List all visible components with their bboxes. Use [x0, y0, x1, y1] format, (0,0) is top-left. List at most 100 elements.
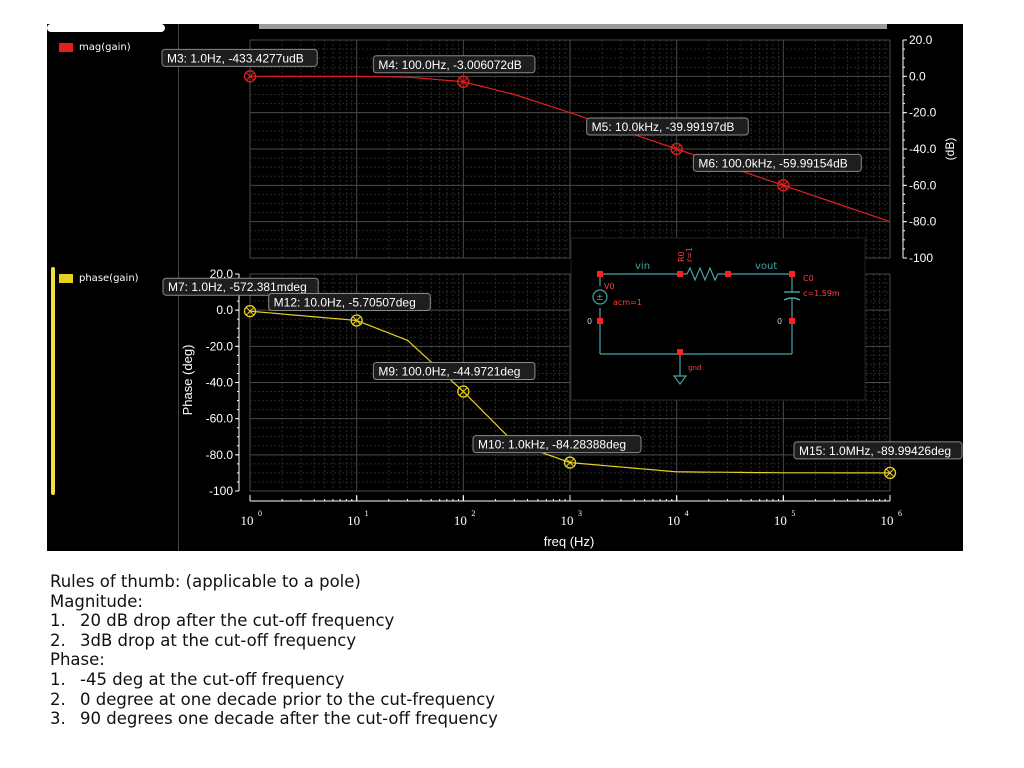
y-tick-label: -20.0: [909, 106, 937, 120]
scroll-handle[interactable]: [47, 24, 165, 32]
phase-rule-1: 1.-45 deg at the cut-off frequency: [50, 670, 950, 690]
phase-strip-selection-bar[interactable]: [51, 267, 55, 495]
marker-cross: [672, 144, 682, 154]
y-tick-label: -80.0: [909, 215, 937, 229]
marker-symbol: [243, 305, 257, 318]
legend-entry-magnitude[interactable]: mag(gain): [59, 42, 131, 53]
legend-panel: mag(gain) phase(gain): [47, 24, 179, 551]
list-text: 0 degree at one decade prior to the cut-…: [80, 689, 496, 709]
marker-label-box: [161, 48, 318, 67]
x-tick-exponent: 0: [258, 509, 262, 518]
node-vin-left: [597, 271, 603, 277]
x-tick-exponent: 4: [685, 509, 689, 518]
y-tick-label: -20.0: [206, 339, 234, 353]
y-tick-label: -100: [909, 251, 933, 265]
notes-heading: Rules of thumb: (applicable to a pole): [50, 572, 361, 591]
phase-swatch-icon: [59, 274, 73, 283]
marker-cross: [778, 180, 788, 190]
x-tick-exponent: 3: [578, 509, 582, 518]
capacitor-name: C0: [803, 274, 814, 283]
list-number: 2.: [50, 689, 66, 709]
marker-label-box: [372, 361, 536, 380]
list-number: 2.: [50, 630, 66, 650]
resistor-icon: [680, 266, 728, 282]
x-tick-label: 10: [774, 513, 787, 528]
node-cap-bottom: [789, 318, 795, 324]
magnitude-grid: [249, 39, 891, 259]
marker-label-box: [586, 117, 749, 136]
x-tick-label: 10: [454, 513, 467, 528]
node-ground: [677, 349, 683, 355]
marker-cross: [458, 77, 468, 87]
ground-icon: [672, 375, 688, 385]
magnitude-heading: Magnitude:: [50, 591, 143, 611]
node-resistor-right: [725, 271, 731, 277]
node-vout: [789, 271, 795, 277]
list-text: 3dB drop at the cut-off frequency: [80, 630, 357, 650]
net-label-vout: vout: [755, 261, 777, 272]
marker-label: M5: 10.0kHz, -39.99197dB: [592, 120, 735, 134]
marker-label: M7: 1.0Hz, -572.381mdeg: [168, 280, 307, 294]
marker-symbol: [563, 456, 577, 469]
x-tick-exponent: 2: [471, 509, 475, 518]
resistor-value: r=1: [685, 247, 694, 262]
marker-label-box: [472, 435, 642, 454]
legend-entry-phase[interactable]: phase(gain): [59, 273, 139, 284]
marker-cross: [458, 387, 468, 396]
y-tick-label: 20.0: [210, 267, 234, 281]
net-label-vin: vin: [635, 261, 650, 272]
marker-cross: [245, 71, 255, 81]
marker-label: M15: 1.0MHz, -89.99426deg: [799, 444, 951, 458]
node-zero-right: 0: [777, 317, 782, 326]
x-tick-exponent: 1: [365, 509, 369, 518]
phase-rule-2: 2. 0 degree at one decade prior to the cu…: [50, 690, 950, 710]
legend-label-magnitude: mag(gain): [79, 42, 131, 53]
marker-label-box: [793, 441, 963, 460]
magnitude-trace: [250, 75, 891, 223]
y-tick-label: 20.0: [909, 33, 933, 47]
y-tick-label: -60.0: [206, 412, 234, 426]
y-tick-label: 0.0: [216, 303, 233, 317]
list-text: 90 degrees one decade after the cut-off …: [80, 709, 498, 729]
capacitor-plate-bottom: [783, 297, 801, 301]
chart-canvas: 20.00.0-20.0-40.0-60.0-80.0-100 20.00.0-…: [161, 24, 963, 549]
y-tick-label: -40.0: [206, 376, 234, 390]
marker-label-box: [692, 153, 862, 172]
list-text: 20 dB drop after the cut-off frequency: [80, 611, 395, 631]
magnitude-swatch-icon: [59, 43, 73, 52]
ac-source-icon: [592, 289, 608, 305]
waveform-viewer: mag(gain) phase(gain) 20.0 0.0 -20.0 -40.0 -…: [47, 24, 963, 551]
marker-label: M9: 100.0Hz, -44.9721deg: [378, 364, 520, 378]
marker-label: M4: 100.0Hz, -3.006072dB: [378, 58, 521, 72]
y-tick-label: -40.0: [909, 142, 937, 156]
node-zero-left: 0: [587, 317, 592, 326]
magnitude-axis-label: (dB): [943, 138, 957, 161]
marker-cross: [352, 316, 362, 325]
legend-label-phase: phase(gain): [79, 273, 139, 284]
magnitude-y-axis: 20.00.0-20.0-40.0-60.0-80.0-100: [902, 33, 937, 265]
node-resistor-left: [677, 271, 683, 277]
phase-heading: Phase:: [50, 650, 105, 670]
magnitude-rule-2: 2. 3dB drop at the cut-off frequency: [50, 631, 950, 651]
y-tick-label: -80.0: [206, 448, 234, 462]
source-name: V0: [604, 282, 615, 291]
magnitude-rule-1: 1.20 dB drop after the cut-off frequency: [50, 611, 950, 631]
x-tick-label: 10: [241, 513, 254, 528]
x-tick-label: 10: [881, 513, 894, 528]
marker-label-box: [372, 55, 536, 74]
marker-cross: [565, 458, 575, 467]
x-tick-exponent: 6: [898, 509, 902, 518]
marker-symbol: [883, 466, 897, 480]
x-tick-label: 10: [667, 513, 680, 528]
marker-symbol: [457, 75, 470, 88]
phase-rule-3: 3.90 degrees one decade after the cut-of…: [50, 709, 950, 729]
ground-label: gnd: [688, 364, 701, 372]
marker-label: M12: 10.0Hz, -5.70507deg: [274, 295, 416, 309]
marker-symbol: [350, 314, 363, 327]
marker-cross: [885, 468, 895, 478]
schematic-background: [570, 237, 866, 401]
horizontal-scrollbar[interactable]: [259, 24, 887, 29]
frequency-axis-label: freq (Hz): [544, 534, 595, 549]
